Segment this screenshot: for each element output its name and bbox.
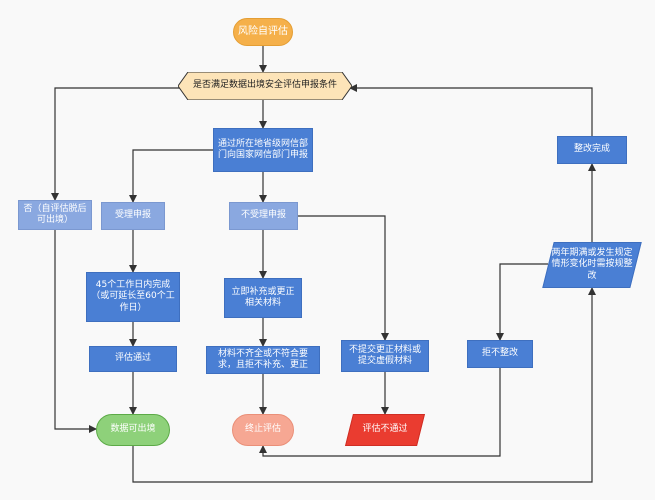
two-years-node-label: 两年期满或发生规定情形变化时需按规整改 — [551, 248, 633, 281]
edge-data-loop — [132, 287, 596, 483]
no-self-node-label: 否（自评估脱后可出境） — [23, 203, 87, 225]
edge-notaccepted-false — [298, 215, 389, 341]
eval-fail-node-label: 评估不通过 — [362, 424, 408, 435]
pass-eval-node-label: 评估通过 — [114, 353, 151, 364]
refuse-fix-node-label: 拒不整改 — [481, 348, 518, 359]
edge-submit-accepted — [129, 149, 220, 203]
supplement-node[interactable]: 立即补充或更正相关材料 — [224, 278, 302, 318]
condition-node-label: 是否满足数据出境安全评估申报条件 — [192, 80, 337, 91]
false-materials-node[interactable]: 不提交更正材料或提交虚假材料 — [341, 340, 429, 372]
two-years-node[interactable]: 两年期满或发生规定情形变化时需按规整改 — [542, 242, 642, 288]
accepted-node-label: 受理申报 — [114, 210, 151, 221]
condition-shape — [178, 72, 352, 100]
edge-two-refuse — [496, 263, 548, 341]
not-accepted-node[interactable]: 不受理申报 — [229, 202, 298, 230]
no-self-node[interactable]: 否（自评估脱后可出境） — [18, 200, 92, 230]
incomplete-materials-node-label: 材料不齐全或不符合要求，且拒不补充、更正 — [217, 348, 308, 370]
not-accepted-node-label: 不受理申报 — [240, 210, 286, 221]
edge-condition-no — [51, 87, 180, 201]
start-node[interactable]: 风险自评估 — [233, 18, 293, 46]
refuse-fix-node[interactable]: 拒不整改 — [467, 340, 533, 368]
data-export-node[interactable]: 数据可出境 — [96, 414, 170, 446]
false-materials-node-label: 不提交更正材料或提交虚假材料 — [348, 344, 421, 366]
supplement-node-label: 立即补充或更正相关材料 — [231, 286, 295, 308]
rectify-done-node-label: 整改完成 — [573, 144, 610, 155]
edge-no-data-export — [54, 230, 97, 433]
accepted-node[interactable]: 受理申报 — [101, 202, 165, 230]
complete-45-node-label: 45个工作日内完成（或可延长至60个工作日） — [91, 280, 175, 313]
complete-45-node[interactable]: 45个工作日内完成（或可延长至60个工作日） — [86, 272, 180, 322]
eval-fail-node[interactable]: 评估不通过 — [343, 414, 427, 446]
data-export-node-label: 数据可出境 — [110, 424, 156, 435]
start-node-label: 风险自评估 — [238, 25, 288, 37]
submit-node[interactable]: 通过所在地省级网信部门向国家网信部门申报 — [213, 128, 313, 172]
incomplete-materials-node[interactable]: 材料不齐全或不符合要求，且拒不补充、更正 — [206, 346, 320, 374]
edge-rectify-condition — [349, 84, 593, 136]
stop-eval-node[interactable]: 终止评估 — [232, 414, 294, 446]
edge-refuse-stop — [259, 368, 501, 457]
rectify-done-node[interactable]: 整改完成 — [557, 136, 627, 164]
pass-eval-node[interactable]: 评估通过 — [89, 346, 177, 372]
submit-node-label: 通过所在地省级网信部门向国家网信部门申报 — [218, 138, 309, 160]
stop-eval-node-label: 终止评估 — [244, 424, 281, 435]
condition-node[interactable]: 是否满足数据出境安全评估申报条件 — [178, 72, 352, 100]
